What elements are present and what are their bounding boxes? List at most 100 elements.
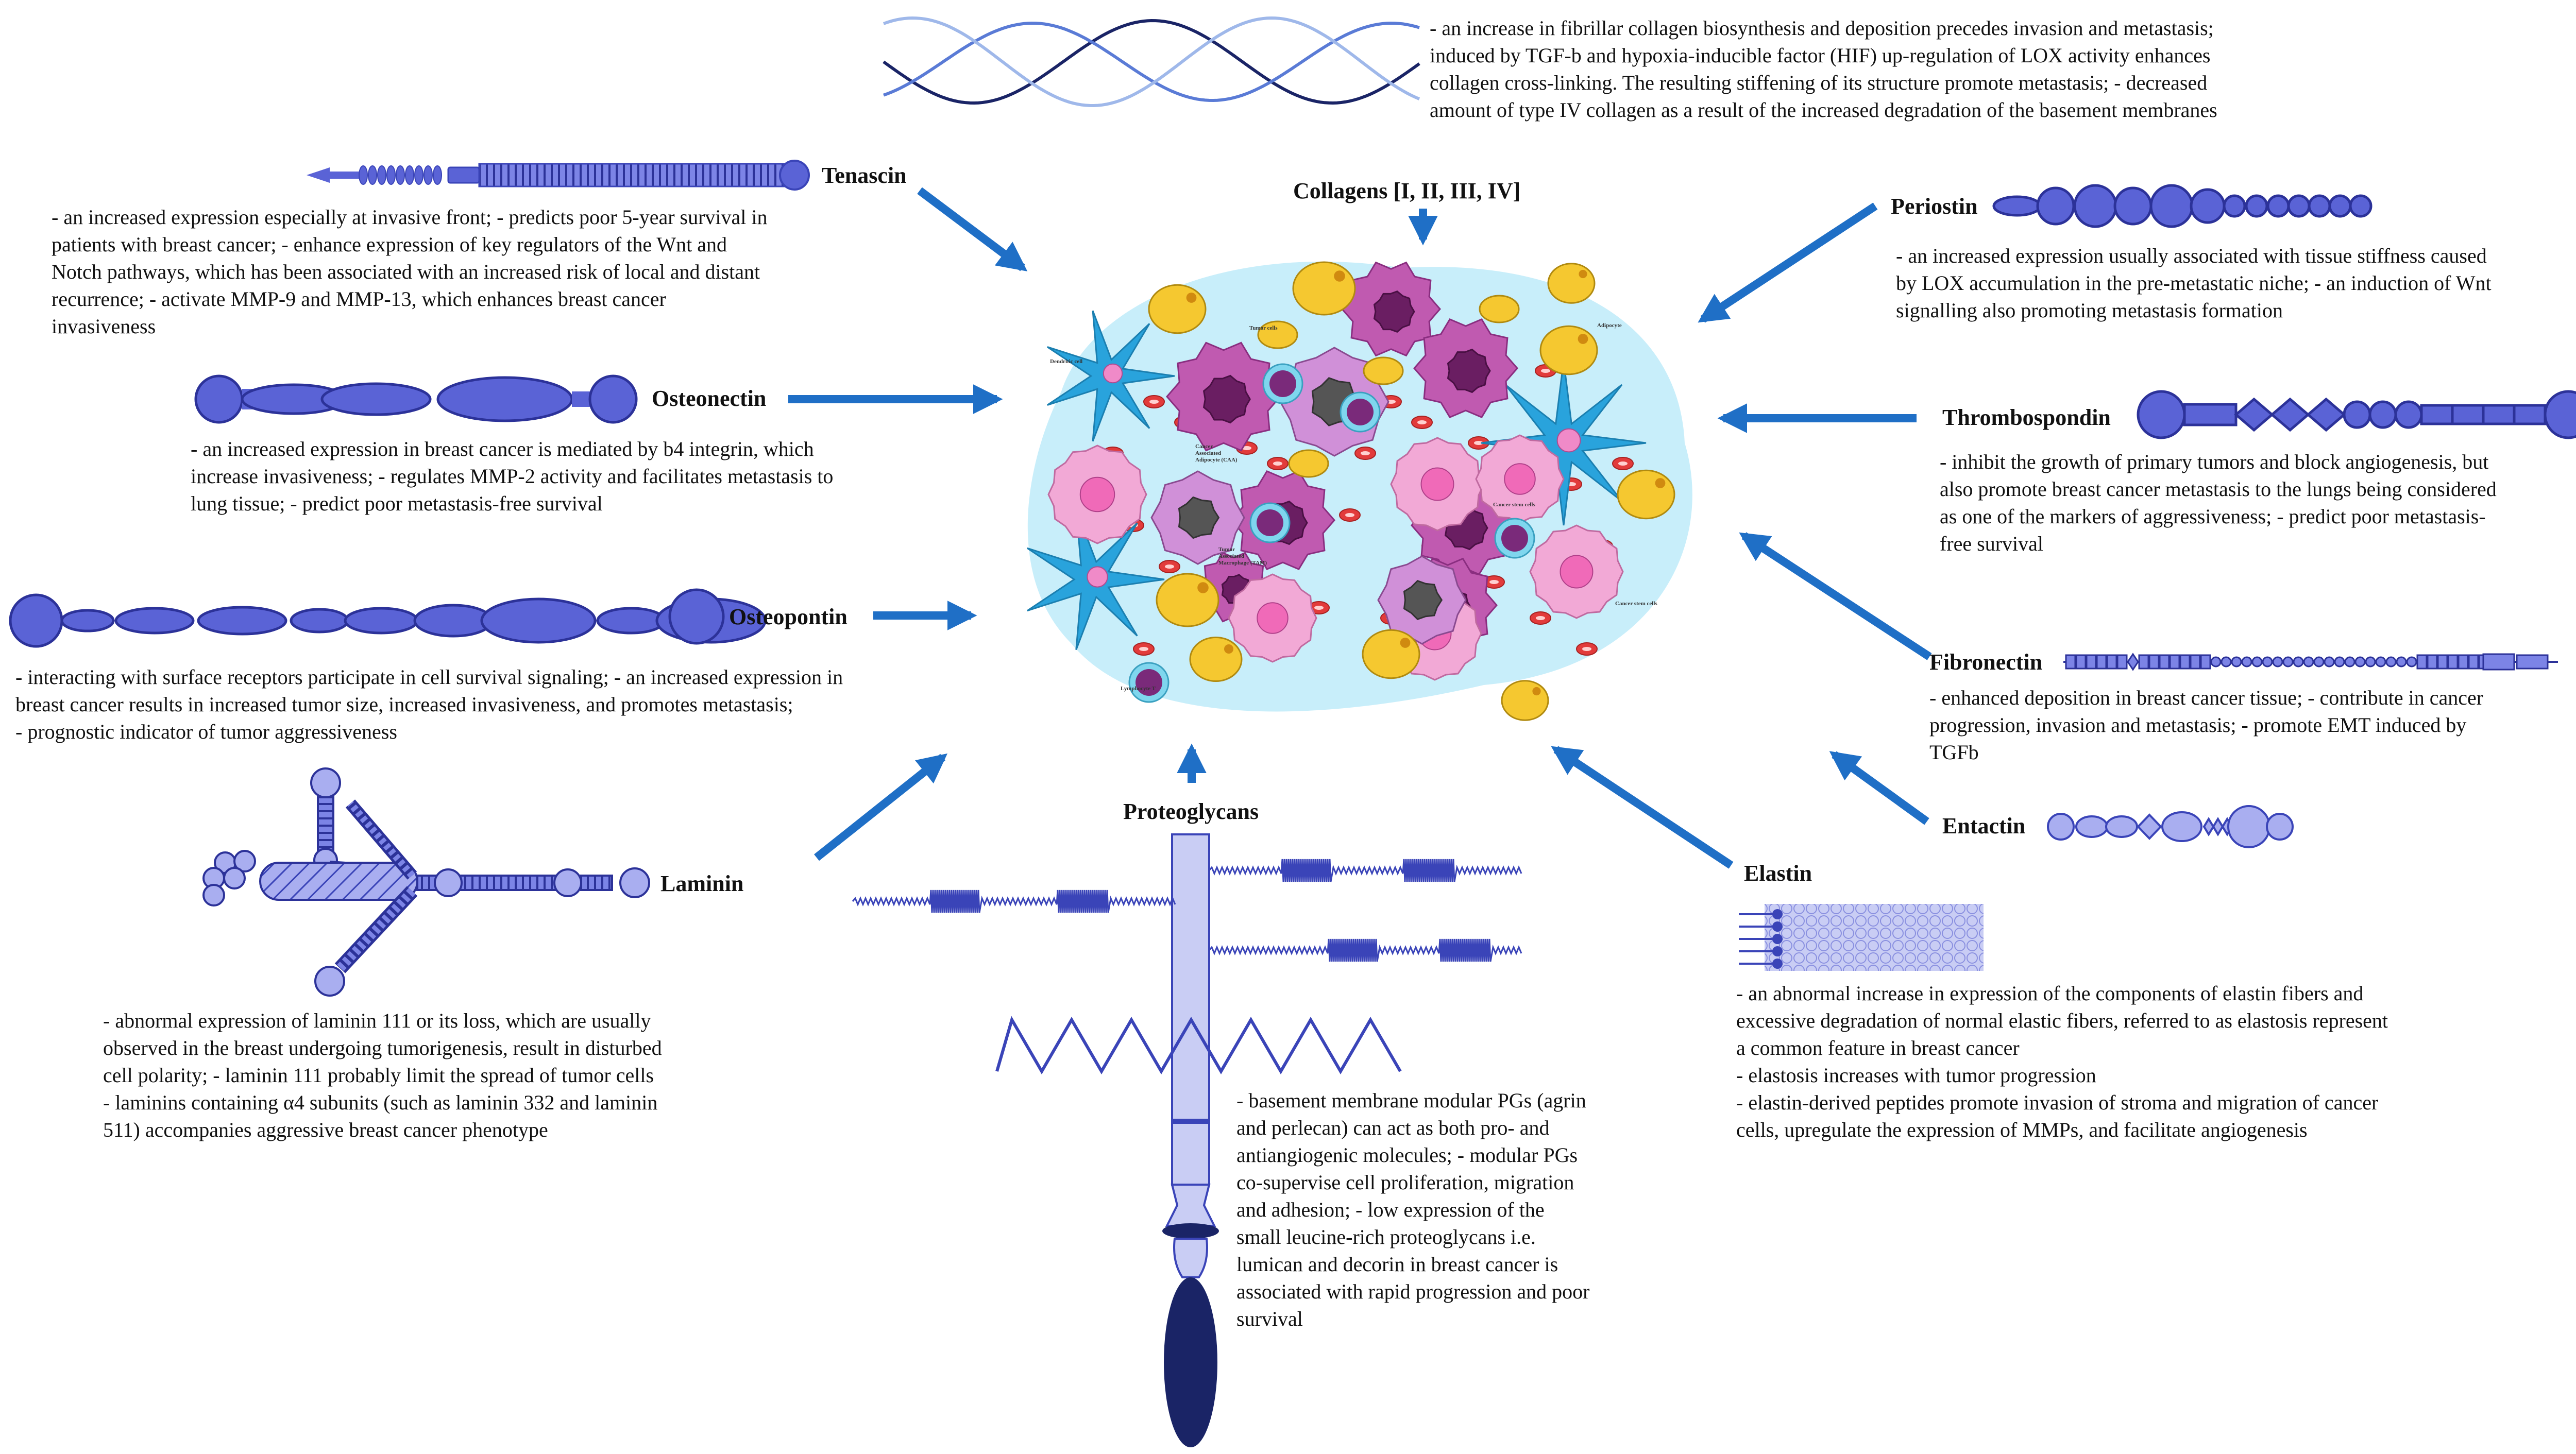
entactin-unit bbox=[2212, 817, 2224, 836]
lymphocyte-nucleus bbox=[1269, 370, 1296, 397]
elastin-pin-head bbox=[1772, 921, 1783, 932]
small-adipocyte bbox=[1363, 356, 1404, 385]
adipocyte bbox=[1547, 263, 1596, 304]
tenascin-bead bbox=[433, 165, 442, 185]
osteonectin-description-line: - an increased expression in breast canc… bbox=[191, 437, 814, 460]
collagens-description-line: induced by TGF-b and hypoxia-inducible f… bbox=[1430, 44, 2211, 67]
elastin-description-line: cells, upregulate the expression of MMPs… bbox=[1736, 1118, 2308, 1141]
osteopontin-description-line: breast cancer results in increased tumor… bbox=[15, 693, 793, 716]
tumor-cell-nucleus bbox=[1420, 467, 1454, 501]
tumor-cell-nucleus bbox=[1504, 463, 1536, 495]
fibronectin-unit bbox=[2344, 656, 2355, 668]
periostin-description-line: - an increased expression usually associ… bbox=[1896, 244, 2487, 267]
periostin-description: - an increased expression usually associ… bbox=[1896, 242, 2492, 324]
macrophage-nucleus bbox=[1373, 290, 1415, 333]
elastin-pin-head bbox=[1772, 946, 1783, 956]
arrows bbox=[788, 187, 1932, 869]
fibronectin-unit bbox=[2396, 656, 2407, 668]
macrophage-nucleus bbox=[1447, 348, 1491, 394]
arrow-periostin bbox=[1698, 202, 1878, 323]
fibronectin-description-line: - enhanced deposition in breast cancer t… bbox=[1929, 686, 2484, 709]
adipocyte-nucleus bbox=[1655, 478, 1666, 488]
red-blood-cell-center bbox=[1582, 647, 1591, 651]
fibronectin-unit bbox=[2096, 654, 2107, 670]
tenascin-description-line: recurrence; - activate MMP-9 and MMP-13,… bbox=[52, 287, 666, 311]
osteonectin-description-line: lung tissue; - predict poor metastasis-f… bbox=[191, 492, 603, 515]
red-blood-cell-center bbox=[1489, 580, 1499, 584]
red-blood-cell-center bbox=[1536, 616, 1545, 620]
tumor-cell-nucleus bbox=[1079, 476, 1115, 512]
tumor-cell-nucleus bbox=[1560, 555, 1594, 589]
thrombospondin-description-line: also promote breast cancer metastasis to… bbox=[1940, 477, 2497, 501]
fibronectin-unit bbox=[2406, 656, 2417, 668]
fibronectin-unit bbox=[2190, 654, 2201, 670]
fibronectin-unit bbox=[2334, 656, 2345, 668]
osteopontin-description-line: - prognostic indicator of tumor aggressi… bbox=[15, 720, 397, 743]
laminin-description-line: cell polarity; - laminin 111 probably li… bbox=[103, 1064, 654, 1087]
adipocyte-nucleus bbox=[1224, 644, 1233, 654]
fibronectin-unit bbox=[2437, 654, 2448, 670]
fibronectin-unit bbox=[2127, 653, 2139, 671]
label-lymphocyte-t: Lymphocyte T bbox=[1121, 686, 1156, 692]
adipocyte bbox=[1501, 680, 1549, 721]
adipocyte-nucleus bbox=[1579, 269, 1587, 279]
red-blood-cell-center bbox=[1149, 400, 1159, 404]
proteoglycans-description-line: lumican and decorin in breast cancer is bbox=[1236, 1253, 1558, 1276]
adipocyte-dark-nucleus bbox=[1178, 496, 1220, 539]
tenascin-bead bbox=[359, 165, 368, 185]
elastin-description-line: - elastin-derived peptides promote invas… bbox=[1736, 1091, 2379, 1114]
fibronectin-unit bbox=[2385, 656, 2397, 668]
adipocyte bbox=[1156, 573, 1219, 627]
tenascin-molecule-icon bbox=[307, 160, 810, 191]
label-laminin: Laminin bbox=[660, 871, 744, 896]
proteoglycans-description-line: associated with rapid progression and po… bbox=[1236, 1280, 1590, 1303]
red-blood-cell-center bbox=[1242, 446, 1251, 450]
adipocyte-nucleus bbox=[1197, 582, 1209, 593]
proteoglycans-description-line: and adhesion; - low expression of the bbox=[1236, 1198, 1545, 1221]
osteopontin-molecule-icon bbox=[9, 593, 767, 648]
adipocyte-nucleus bbox=[1532, 687, 1541, 696]
fibronectin-unit bbox=[2272, 656, 2283, 668]
tenascin-bead bbox=[386, 165, 396, 185]
proteoglycans-description-line: survival bbox=[1236, 1307, 1303, 1330]
periostin-description-line: signalling also promoting metastasis for… bbox=[1896, 299, 2283, 322]
fibronectin-unit bbox=[2458, 654, 2469, 670]
red-blood-cell-center bbox=[1474, 441, 1483, 445]
fibronectin-unit bbox=[2210, 656, 2222, 668]
arrow-fibronectin bbox=[1739, 532, 1932, 660]
proteoglycans-description-line: and perlecan) can act as both pro- and bbox=[1236, 1116, 1550, 1139]
collagens-description-line: collagen cross-linking. The resulting st… bbox=[1430, 71, 2208, 94]
fibronectin-unit bbox=[2148, 654, 2160, 670]
red-blood-cell-center bbox=[1314, 606, 1324, 610]
fibronectin-unit bbox=[2303, 656, 2314, 668]
tenascin-bead bbox=[405, 165, 414, 185]
elastin-description-line: excessive degradation of normal elastic … bbox=[1736, 1009, 2388, 1032]
collagen-wave-icon bbox=[883, 16, 1420, 108]
entactin-molecule-icon bbox=[2047, 805, 2294, 848]
fibronectin-unit bbox=[2516, 654, 2549, 670]
fibronectin-description-line: progression, invasion and metastasis; - … bbox=[1929, 713, 2467, 737]
elastin-description-line: a common feature in breast cancer bbox=[1736, 1036, 2020, 1059]
fibronectin-unit bbox=[2075, 654, 2087, 670]
periostin-description-line: by LOX accumulation in the pre-metastati… bbox=[1896, 271, 2492, 295]
small-adipocyte bbox=[1479, 295, 1520, 323]
thrombospondin-molecule-icon bbox=[2137, 390, 2576, 439]
red-blood-cell-center bbox=[1165, 565, 1174, 569]
fibronectin-unit bbox=[2169, 654, 2180, 670]
red-blood-cell-center bbox=[1345, 513, 1354, 517]
thrombospondin-description-line: as one of the markers of aggressiveness;… bbox=[1940, 505, 2486, 528]
adipocyte bbox=[1292, 261, 1356, 316]
periostin-molecule-icon bbox=[1992, 184, 2372, 228]
arrow-laminin bbox=[814, 753, 948, 861]
thrombospondin-description-line: free survival bbox=[1940, 532, 2044, 555]
label-fibronectin: Fibronectin bbox=[1929, 649, 2043, 675]
collagens-description-line: - an increase in fibrillar collagen bios… bbox=[1430, 16, 2214, 40]
tenascin-bead bbox=[368, 165, 377, 185]
label-elastin: Elastin bbox=[1744, 861, 1812, 886]
fibronectin-unit bbox=[2241, 656, 2252, 668]
fibronectin-unit bbox=[2221, 656, 2232, 668]
proteoglycan-molecule-icon bbox=[852, 833, 1522, 1447]
label-caa-3: Adipocyte (CAA) bbox=[1195, 457, 1238, 463]
adipocyte-nucleus bbox=[1186, 293, 1197, 303]
fibronectin-unit bbox=[2416, 654, 2428, 670]
